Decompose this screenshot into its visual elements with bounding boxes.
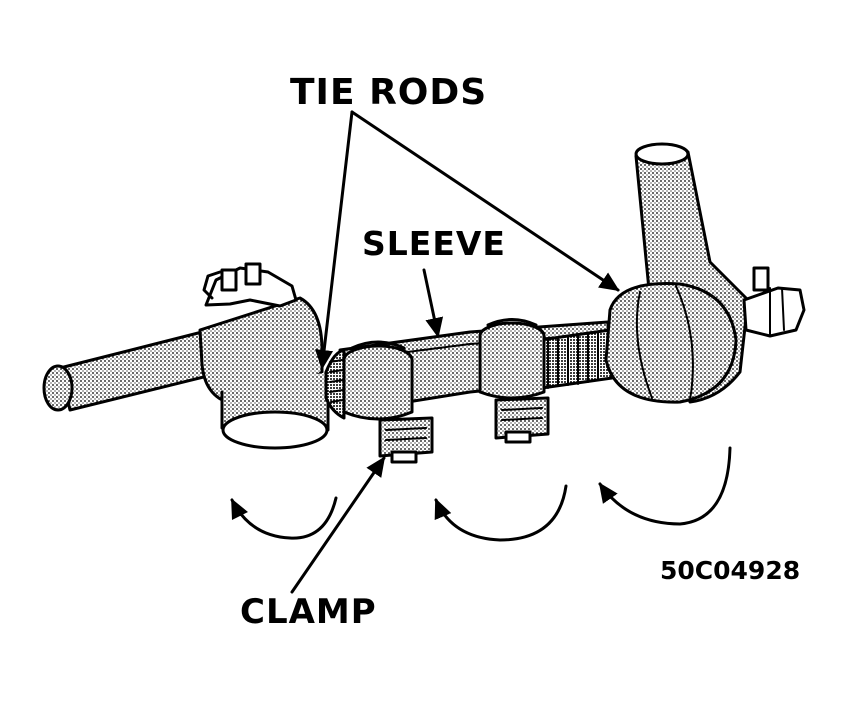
rotation-arrow-right [598,446,732,526]
tie-rods-leader-right [350,110,620,292]
rotation-arrows [230,446,732,542]
left-tie-rod-shaft [42,328,234,412]
clamp-leader [290,456,386,594]
clamp-label: CLAMP [240,592,377,632]
rotation-arrow-center [434,484,568,542]
right-clamp [478,318,550,444]
right-tie-rod-end [604,142,806,404]
left-clamp [342,340,434,464]
sleeve-leader [422,268,444,338]
left-tie-rod-end [198,262,330,450]
leader-lines [290,110,620,594]
tie-rods-label: TIE RODS [290,72,488,113]
sleeve-label: SLEEVE [362,224,506,263]
figure-code-label: 50C04928 [660,556,801,585]
rotation-arrow-left [230,496,338,540]
tie-rods-leader-left [315,110,354,370]
